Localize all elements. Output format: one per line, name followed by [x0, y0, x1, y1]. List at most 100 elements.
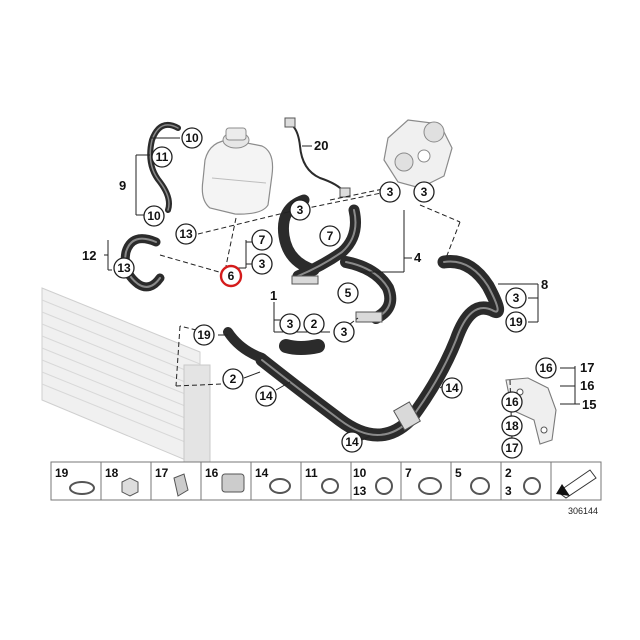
hose-14 [255, 255, 505, 442]
svg-text:13: 13 [353, 484, 367, 498]
svg-text:10: 10 [353, 466, 367, 480]
svg-text:3: 3 [287, 317, 294, 331]
callout-3-upper[interactable]: 3 [289, 199, 311, 221]
callout-7-right[interactable]: 7 [319, 225, 341, 247]
callout-3-thermostat-right[interactable]: 3 [413, 181, 435, 203]
tray-cell-5[interactable]: 5 [450, 461, 502, 501]
label-1: 1 [270, 288, 277, 303]
svg-text:3: 3 [513, 291, 520, 305]
svg-text:13: 13 [179, 227, 193, 241]
callout-11[interactable]: 11 [151, 146, 173, 168]
spring-clamp-icon [470, 477, 490, 495]
callout-2-left[interactable]: 2 [222, 368, 244, 390]
svg-text:17: 17 [155, 466, 169, 480]
plain-labels: 9 12 20 4 8 1 17 16 15 [82, 138, 596, 412]
svg-text:2: 2 [230, 372, 237, 386]
svg-text:19: 19 [197, 328, 211, 342]
arrow-icon [557, 469, 597, 499]
svg-text:2: 2 [505, 466, 512, 480]
svg-text:2: 2 [311, 317, 318, 331]
tray-cell-16[interactable]: 16 [200, 461, 252, 501]
callout-14-right[interactable]: 14 [441, 377, 463, 399]
label-16-right: 16 [580, 378, 594, 393]
callout-16-mid[interactable]: 16 [501, 391, 523, 413]
callout-3-right[interactable]: 3 [505, 287, 527, 309]
tray-cell-18[interactable]: 18 [100, 461, 152, 501]
svg-text:5: 5 [455, 466, 462, 480]
callout-3-thermostat-left[interactable]: 3 [379, 181, 401, 203]
svg-text:3: 3 [297, 203, 304, 217]
svg-text:3: 3 [421, 185, 428, 199]
svg-text:6: 6 [228, 269, 235, 283]
svg-text:3: 3 [341, 325, 348, 339]
svg-text:5: 5 [345, 286, 352, 300]
tray-cell-2-3[interactable]: 2 3 [500, 461, 552, 501]
label-12: 12 [82, 248, 96, 263]
svg-text:18: 18 [505, 419, 519, 433]
hose-clamp-icon [418, 477, 442, 495]
callout-3-group1[interactable]: 3 [279, 313, 301, 335]
svg-text:10: 10 [147, 209, 161, 223]
hose-5 [340, 256, 397, 324]
svg-text:11: 11 [156, 150, 169, 164]
svg-text:7: 7 [327, 229, 334, 243]
callout-7-left[interactable]: 7 [251, 229, 273, 251]
tray-cell-17[interactable]: 17 [150, 461, 202, 501]
callout-18[interactable]: 18 [501, 415, 523, 437]
callout-16-top[interactable]: 16 [535, 357, 557, 379]
hose-clamp-icon [269, 478, 291, 494]
document-number: 306144 [568, 506, 598, 516]
svg-text:13: 13 [117, 261, 131, 275]
svg-text:16: 16 [505, 395, 519, 409]
svg-text:14: 14 [445, 381, 459, 395]
radiator [41, 287, 211, 467]
label-9: 9 [119, 178, 126, 193]
tray-cell-19[interactable]: 19 [50, 461, 102, 501]
tray-cell-10-13[interactable]: 10 13 [350, 461, 402, 501]
hose-clamp-icon [69, 481, 95, 495]
callout-14-bottom[interactable]: 14 [341, 431, 363, 453]
label-15: 15 [582, 397, 596, 412]
svg-text:10: 10 [185, 131, 199, 145]
label-4: 4 [414, 250, 422, 265]
clip-icon [173, 473, 189, 497]
callout-17-bottom[interactable]: 17 [501, 437, 523, 459]
tray-cell-14[interactable]: 14 [250, 461, 302, 501]
svg-text:16: 16 [539, 361, 553, 375]
svg-text:14: 14 [345, 435, 359, 449]
callout-3-center[interactable]: 3 [333, 321, 355, 343]
nut-icon [121, 477, 139, 497]
tray-cell-11[interactable]: 11 [300, 461, 352, 501]
spring-clamp-icon [321, 478, 339, 494]
tray-cell-7[interactable]: 7 [400, 461, 452, 501]
spring-clamp-icon [523, 477, 541, 495]
hose-2 [223, 327, 325, 363]
callout-10-bottom[interactable]: 10 [143, 205, 165, 227]
callout-10-top[interactable]: 10 [181, 127, 203, 149]
callout-5[interactable]: 5 [337, 282, 359, 304]
label-8: 8 [541, 277, 548, 292]
label-17-right: 17 [580, 360, 594, 375]
callout-14-left[interactable]: 14 [255, 385, 277, 407]
tray-cell-arrow[interactable] [550, 461, 602, 501]
callout-6-highlighted[interactable]: 6 [219, 264, 243, 288]
expansion-tank [201, 127, 274, 215]
callout-2-group1[interactable]: 2 [303, 313, 325, 335]
svg-text:18: 18 [105, 466, 119, 480]
callout-3-left[interactable]: 3 [251, 253, 273, 275]
label-20: 20 [314, 138, 328, 153]
dashed-leader-lines [159, 187, 513, 441]
sensor-cable-20 [284, 117, 351, 198]
callout-13-upper[interactable]: 13 [175, 223, 197, 245]
svg-text:17: 17 [505, 441, 519, 455]
callouts: 10 11 10 13 13 7 3 6 3 7 3 3 5 3 2 3 19 … [113, 127, 557, 459]
callout-19-right[interactable]: 19 [505, 311, 527, 333]
svg-text:3: 3 [259, 257, 266, 271]
svg-text:14: 14 [255, 466, 269, 480]
callout-13-lower[interactable]: 13 [113, 257, 135, 279]
svg-text:7: 7 [405, 466, 412, 480]
holder-icon [221, 473, 245, 493]
callout-19-left[interactable]: 19 [193, 324, 215, 346]
svg-text:16: 16 [205, 466, 219, 480]
